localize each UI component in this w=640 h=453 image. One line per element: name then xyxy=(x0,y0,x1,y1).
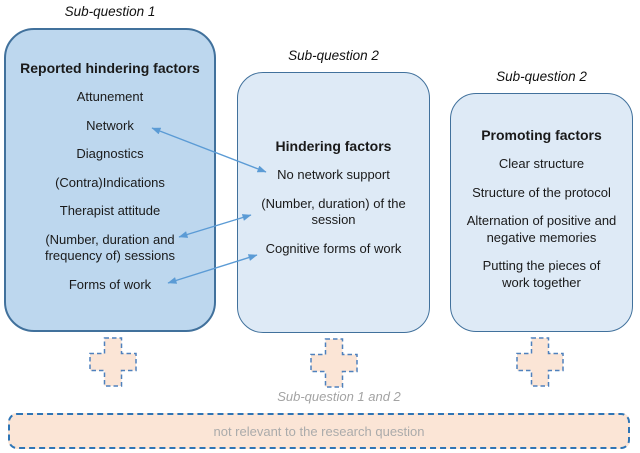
promoting-factors-box: Promoting factors Clear structure Struct… xyxy=(450,93,633,332)
middle-column-title: Sub-question 2 xyxy=(288,48,379,63)
list-item: Putting the pieces of work together xyxy=(482,258,601,290)
right-column-title: Sub-question 2 xyxy=(496,69,587,84)
reported-hindering-factors-box: Reported hindering factors Attunement Ne… xyxy=(4,28,216,332)
plus-icon-middle xyxy=(310,338,358,388)
left-column-title: Sub-question 1 xyxy=(64,4,156,19)
box-heading: Hindering factors xyxy=(275,138,392,154)
list-item: (Number, duration) of the session xyxy=(261,195,406,228)
plus-icon-right xyxy=(516,337,564,387)
list-item: Diagnostics xyxy=(76,146,144,161)
list-item: No network support xyxy=(277,167,390,182)
list-item: Cognitive forms of work xyxy=(265,240,402,256)
hindering-factors-box: Hindering factors No network support (Nu… xyxy=(237,72,430,333)
box-heading: Reported hindering factors xyxy=(20,60,200,76)
list-item: Therapist attitude xyxy=(59,203,161,218)
list-item: Clear structure xyxy=(498,156,585,171)
list-item: Alternation of positive and negative mem… xyxy=(466,213,617,245)
bottom-group-title: Sub-question 1 and 2 xyxy=(277,389,401,404)
list-item: Network xyxy=(86,117,134,133)
list-item: Attunement xyxy=(76,89,144,104)
list-item: (Number, duration and frequency of) sess… xyxy=(44,231,176,264)
not-relevant-box: not relevant to the research question xyxy=(8,413,630,449)
list-item: Forms of work xyxy=(68,276,152,292)
not-relevant-label: not relevant to the research question xyxy=(213,423,425,439)
plus-icon-left xyxy=(89,337,137,387)
list-item: (Contra)Indications xyxy=(55,174,165,190)
list-item: Structure of the protocol xyxy=(472,184,611,200)
box-heading: Promoting factors xyxy=(481,127,602,143)
